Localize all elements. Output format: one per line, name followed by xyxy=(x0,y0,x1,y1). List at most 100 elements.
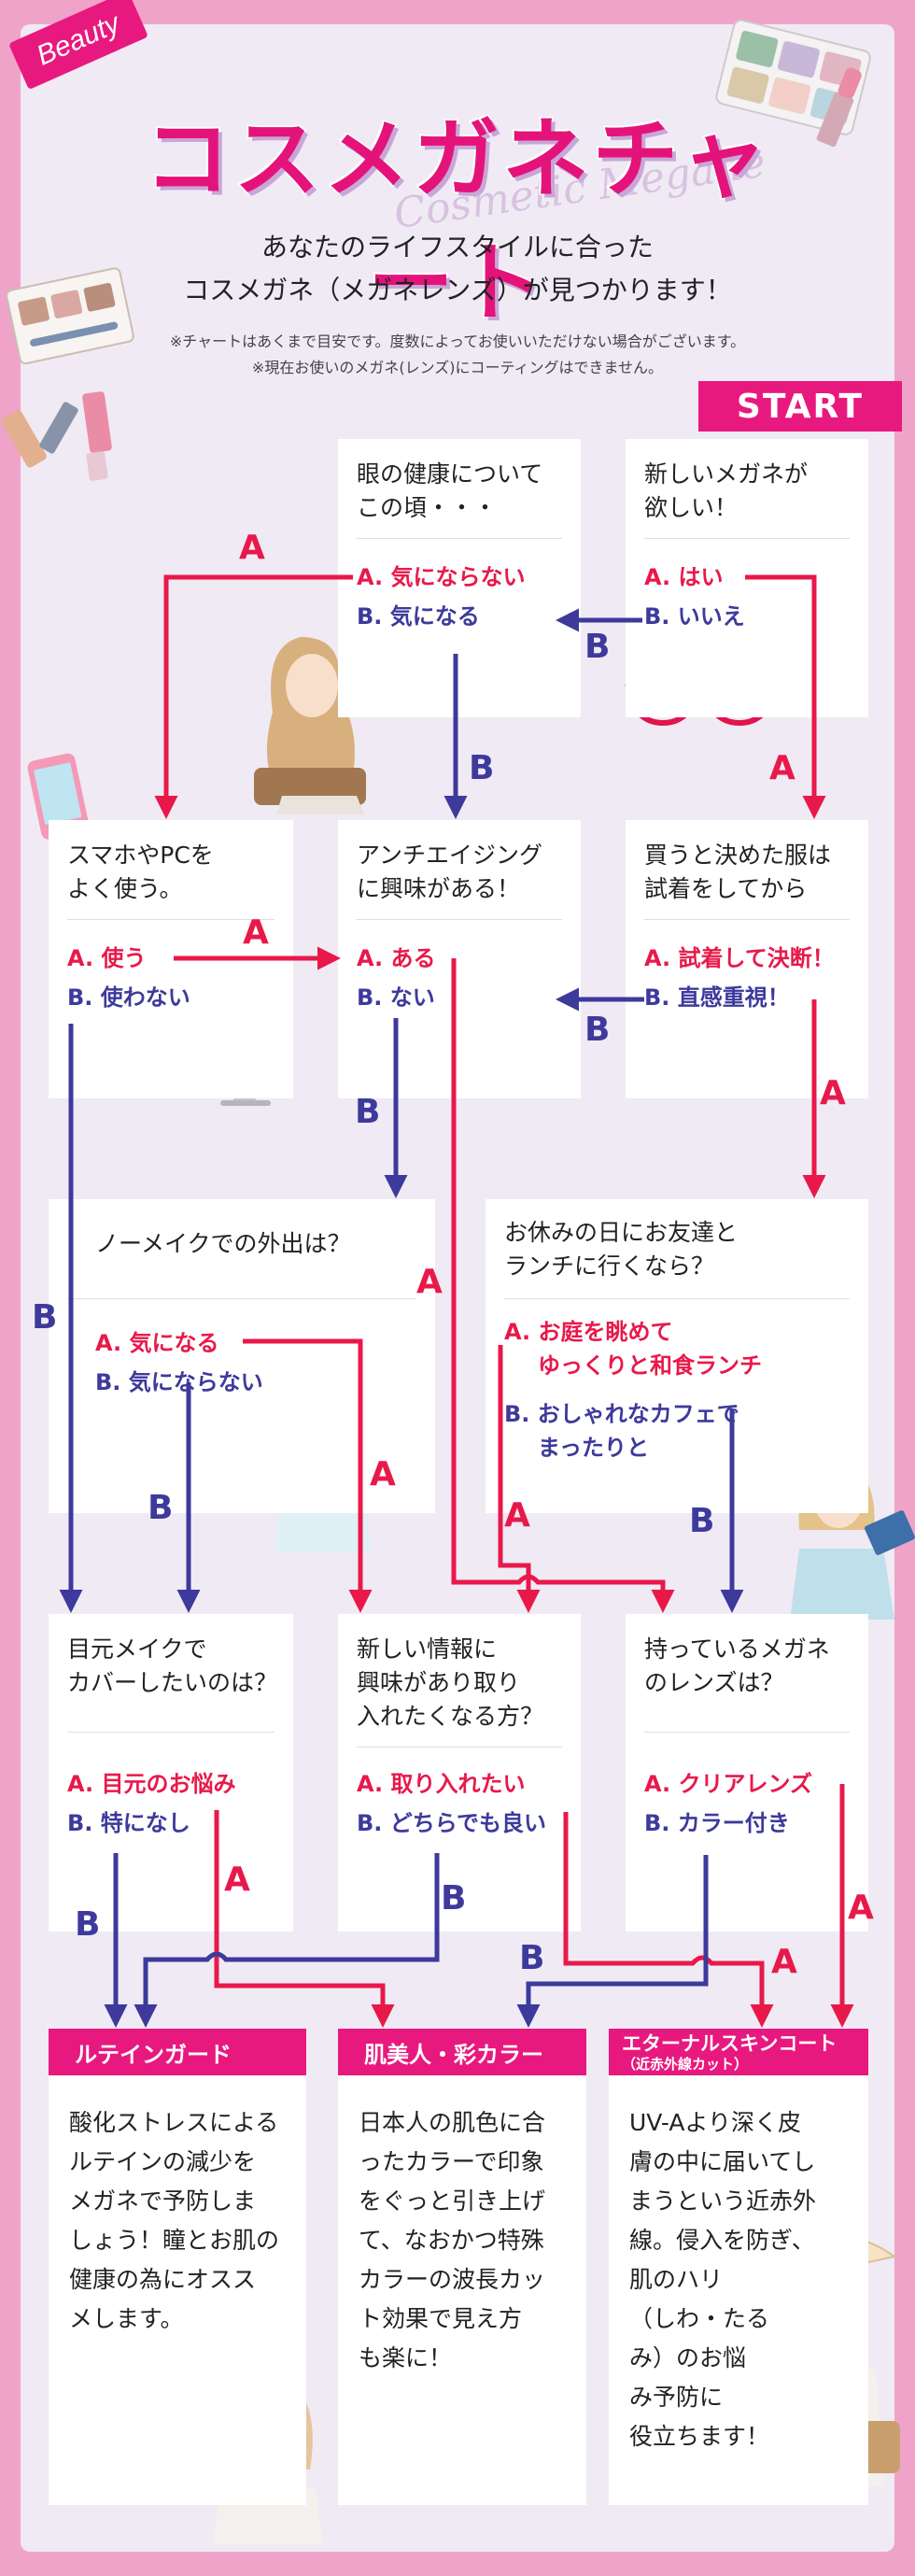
result-line: 肌のハリ xyxy=(629,2266,724,2293)
question-text: 目元メイクで カバーしたいのは？ xyxy=(67,1633,280,1700)
result-subtitle: （近赤外線カット） xyxy=(622,2056,749,2073)
result-header-hada-bijin: 肌美人・彩カラー xyxy=(338,2029,586,2075)
page-title: コスメガネチャート xyxy=(143,108,771,335)
question-text: 買うと決めた服は 試着をしてから xyxy=(644,839,855,906)
subtitle-line-1: あなたのライフスタイルに合った xyxy=(260,232,654,262)
result-line: 役立ちます！ xyxy=(629,2423,770,2450)
arrow-q4-a xyxy=(451,958,675,1613)
start-label: START xyxy=(698,381,902,432)
question-line: この頃・・・ xyxy=(357,494,498,521)
result-line: 線。侵入を防ぎ、 xyxy=(629,2227,815,2254)
question-line: 目元メイクで xyxy=(67,1635,207,1663)
answer-b: B. 気になる xyxy=(357,603,480,630)
result-line: をぐっと引き上げ xyxy=(359,2187,546,2215)
answer-a: A. クリアレンズ xyxy=(644,1771,813,1797)
label-b-q3: B xyxy=(584,1011,611,1049)
label-a-q5: A xyxy=(243,913,269,952)
label-a-q10: A xyxy=(224,1861,250,1899)
result-line: 膚の中に届いてし xyxy=(629,2148,816,2175)
answer-a: A. はい xyxy=(644,564,724,590)
result-title: エターナルスキンコート xyxy=(622,2032,838,2055)
answer-a: A. 気にならない xyxy=(357,564,526,590)
question-text: アンチエイジング に興味がある！ xyxy=(357,839,568,906)
answer-line: A. お庭を眺めて xyxy=(504,1319,673,1345)
answer-b: B. 特になし xyxy=(67,1810,190,1836)
label-a-q7: A xyxy=(370,1455,396,1493)
question-box-eye-health: 眼の健康について この頃・・・ A. 気にならない B. 気になる xyxy=(338,439,581,717)
question-line: 新しい情報に xyxy=(357,1635,498,1663)
question-box-no-makeup: ノーメイクでの外出は？ A. 気になる B. 気にならない xyxy=(49,1199,435,1513)
question-text: お休みの日にお友達と ランチに行くなら？ xyxy=(504,1216,855,1283)
arrow-q8-b xyxy=(516,1855,709,2028)
result-body-lutein-guard: 酸化ストレスによる ルテインの減少を メガネで予防しま しょう！瞳とお肌の 健康… xyxy=(49,2075,306,2505)
question-box-lunch: お休みの日にお友達と ランチに行くなら？ A. お庭を眺めて ゆっくりと和食ラン… xyxy=(486,1199,868,1513)
question-text: 眼の健康について この頃・・・ xyxy=(357,458,568,525)
question-line: 買うと決めた服は xyxy=(644,842,832,869)
question-text: 新しいメガネが 欲しい！ xyxy=(644,458,855,525)
divider xyxy=(644,538,850,539)
result-line: 酸化ストレスによる xyxy=(69,2109,279,2136)
divider xyxy=(644,919,850,920)
result-line: 日本人の肌色に合 xyxy=(359,2109,546,2136)
result-line: も楽に！ xyxy=(359,2344,453,2371)
label-a-q8: A xyxy=(848,1889,874,1927)
result-header-lutein-guard: ルテインガード xyxy=(49,2029,306,2075)
result-line: カラーの波長カッ xyxy=(359,2266,546,2293)
label-b-q8: B xyxy=(519,1939,545,1977)
label-a-q1: A xyxy=(769,749,795,787)
label-b-q6: B xyxy=(689,1502,715,1540)
label-b-q5: B xyxy=(32,1298,58,1337)
palette-left-icon xyxy=(6,267,134,365)
answer-line: まったりと xyxy=(538,1435,650,1461)
question-line: 興味があり取り xyxy=(357,1669,521,1696)
question-line: 試着をしてから xyxy=(644,875,808,902)
arrow-q7-a xyxy=(243,1338,373,1613)
result-line: メガネで予防しま xyxy=(69,2187,257,2215)
answer-a: A. 目元のお悩み xyxy=(67,1771,236,1797)
answer-b: B. カラー付き xyxy=(644,1810,790,1836)
answer-b: B. 気にならない xyxy=(95,1369,263,1395)
lipstick-icon xyxy=(816,67,862,148)
result-line: メします。 xyxy=(69,2305,184,2332)
result-line: み）のお悩 xyxy=(629,2344,747,2371)
question-line: 眼の健康について xyxy=(357,460,543,488)
question-line: ランチに行くなら？ xyxy=(504,1253,715,1280)
arrow-q10-a xyxy=(214,1810,395,2028)
result-line: まうという近赤外 xyxy=(629,2187,817,2215)
label-b-q7: B xyxy=(148,1489,174,1527)
arrow-q6-a xyxy=(498,1345,541,1613)
question-box-new-info: 新しい情報に 興味があり取り 入れたくなる方？ A. 取り入れたい B. どちら… xyxy=(338,1614,581,1932)
question-text: ノーメイクでの外出は？ xyxy=(95,1227,422,1261)
answer-a: A. 取り入れたい xyxy=(357,1771,526,1797)
result-line: ったカラーで印象 xyxy=(359,2148,544,2175)
result-line: （しわ・たる xyxy=(629,2305,770,2332)
label-a-q6: A xyxy=(504,1496,530,1535)
question-line: 新しいメガネが xyxy=(644,460,809,488)
note-line-2: ※現在お使いのメガネ(レンズ)にコーティングはできません。 xyxy=(251,359,664,376)
divider xyxy=(644,1732,850,1733)
result-header-text: エターナルスキンコート （近赤外線カット） xyxy=(622,2031,837,2073)
divider xyxy=(67,919,274,920)
divider xyxy=(504,1298,850,1299)
arrow-q9-a xyxy=(563,1812,774,2028)
note-line-1: ※チャートはあくまで目安です。度数によってお使いいただけない場合がございます。 xyxy=(169,333,746,350)
label-a-q2: A xyxy=(239,529,265,567)
question-line: に興味がある！ xyxy=(357,875,521,902)
divider xyxy=(67,1298,416,1299)
result-body-eternal-skin-coat: UV-Aより深く皮 膚の中に届いてし まうという近赤外 線。侵入を防ぎ、 肌のハ… xyxy=(609,2075,868,2505)
answer-b: B. いいえ xyxy=(644,603,745,630)
cosmetics-left-icon xyxy=(2,391,112,481)
answer-line: ゆっくりと和食ランチ xyxy=(538,1352,762,1379)
arrow-q2-a xyxy=(154,574,353,819)
result-line: ルテインの減少を xyxy=(69,2148,257,2175)
notes: ※チャートはあくまで目安です。度数によってお使いいただけない場合がございます。 … xyxy=(93,329,822,381)
question-box-smartphone-pc: スマホやPCを よく使う。 A. 使う B. 使わない xyxy=(49,820,293,1098)
subtitle: あなたのライフスタイルに合った コスメガネ（メガネレンズ）が見つかります！ xyxy=(112,226,803,312)
woman-illustration-1 xyxy=(254,637,366,814)
answer-a: A. ある xyxy=(357,945,436,971)
result-line: て、なおかつ特殊 xyxy=(359,2227,544,2254)
answer-a: A. 気になる xyxy=(95,1330,219,1356)
subtitle-line-2: コスメガネ（メガネレンズ）が見つかります！ xyxy=(183,275,732,305)
